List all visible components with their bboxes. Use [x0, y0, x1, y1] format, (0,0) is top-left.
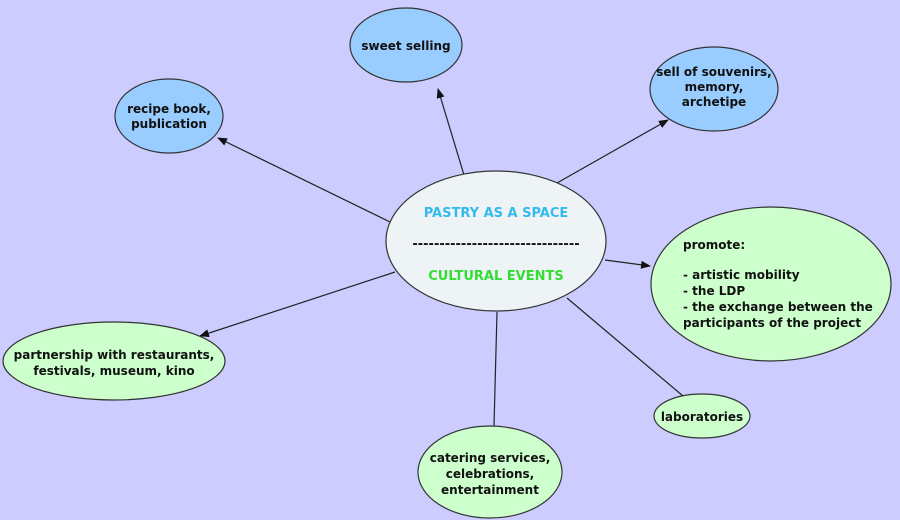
center-title: PASTRY AS A SPACE — [424, 206, 569, 221]
center-divider: ------------------------------- — [412, 237, 579, 252]
node-label: publication — [131, 117, 207, 131]
node-laboratories[interactable]: laboratories — [653, 393, 751, 439]
node-promote[interactable]: promote: - artistic mobility - the LDP -… — [650, 206, 892, 362]
node-label: entertainment — [441, 483, 539, 497]
node-label: sweet selling — [361, 39, 450, 53]
node-sweet-selling[interactable]: sweet selling — [349, 7, 463, 83]
node-label: partnership with restaurants, — [14, 348, 215, 362]
edge-partnership — [199, 271, 396, 337]
node-souvenirs[interactable]: sell of souvenirs, memory, archetipe — [649, 46, 779, 132]
node-label: - the LDP — [683, 284, 745, 298]
node-catering[interactable]: catering services, celebrations, enterta… — [417, 425, 563, 519]
node-label: festivals, museum, kino — [33, 364, 194, 378]
edge-recipe-book — [217, 137, 391, 223]
edge-souvenirs — [556, 119, 669, 184]
node-label: recipe book, — [127, 102, 211, 116]
node-label: celebrations, — [446, 467, 534, 481]
node-center[interactable]: PASTRY AS A SPACE ----------------------… — [385, 170, 607, 312]
center-subtitle: CULTURAL EVENTS — [428, 269, 563, 284]
edge-catering — [493, 311, 498, 427]
node-recipe-book[interactable]: recipe book, publication — [114, 78, 224, 154]
edge-promote — [604, 259, 651, 269]
node-label: catering services, — [430, 451, 551, 465]
node-label: memory, — [685, 80, 744, 94]
node-label: laboratories — [661, 410, 743, 424]
edge-laboratories — [566, 297, 684, 397]
node-label: sell of souvenirs, — [656, 65, 772, 79]
edge-sweet-selling — [436, 88, 465, 176]
node-label: - artistic mobility — [683, 268, 800, 282]
node-label: archetipe — [682, 95, 746, 109]
node-partnership[interactable]: partnership with restaurants, festivals,… — [2, 321, 226, 401]
node-label: promote: — [683, 238, 745, 252]
node-label: - the exchange between the — [683, 300, 873, 314]
node-label: participants of the project — [683, 316, 861, 330]
